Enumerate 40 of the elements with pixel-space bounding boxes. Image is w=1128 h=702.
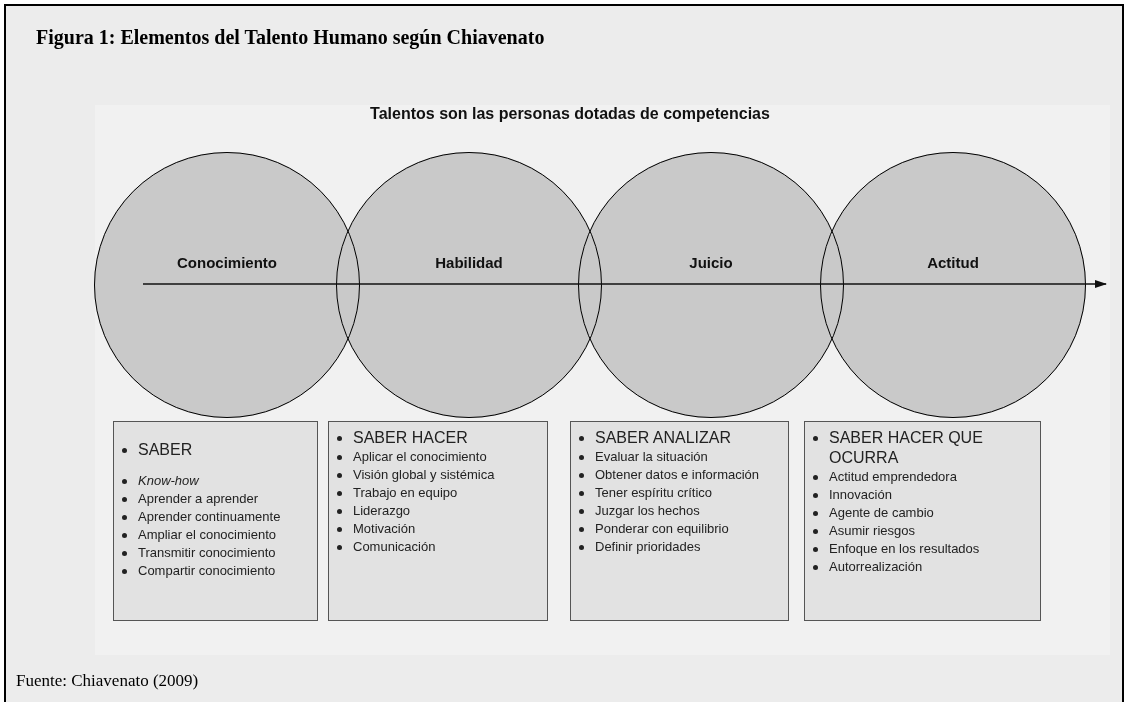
- competency-box: [570, 421, 789, 621]
- competency-box: [804, 421, 1041, 621]
- list-item: Motivación: [353, 520, 416, 538]
- circle-label: Habilidad: [435, 252, 503, 273]
- list-item: Transmitir conocimiento: [138, 544, 276, 562]
- list-item: Obtener datos e información: [595, 466, 760, 484]
- list-item: Aprender continuamente: [138, 508, 281, 526]
- list-item: Trabajo en equipo: [353, 484, 458, 502]
- competency-box: [113, 421, 318, 621]
- list-item: Actitud emprendedora: [829, 468, 957, 486]
- list-item: Autorrealización: [829, 558, 923, 576]
- competency-box: [328, 421, 548, 621]
- circle-label: Juicio: [689, 252, 733, 273]
- arrow: [857, 280, 1107, 288]
- list-item: Aprender a aprender: [138, 490, 258, 508]
- list-item: Ampliar el conocimiento: [138, 526, 276, 544]
- circle-label: Conocimiento: [177, 252, 277, 273]
- list-item: Liderazgo: [353, 502, 411, 520]
- list-heading: SABER ANALIZAR: [595, 428, 732, 448]
- list-item: Aplicar el conocimiento: [353, 448, 487, 466]
- list-heading: SABER: [138, 440, 193, 460]
- figure-title: Figura 1: Elementos del Talento Humano según Chiavenato: [36, 25, 545, 51]
- diagram-heading: Talentos son las personas dotadas de competencias: [369, 104, 771, 124]
- circle-label: Actitud: [927, 252, 979, 273]
- list-item: Ponderar con equilibrio: [595, 520, 729, 538]
- list-heading: SABER HACER QUE OCURRA: [829, 428, 984, 468]
- list-item: Enfoque en los resultados: [829, 540, 980, 558]
- source-caption: Fuente: Chiavenato (2009): [16, 670, 199, 692]
- list-item: Comunicación: [353, 538, 436, 556]
- list-item: Agente de cambio: [829, 504, 934, 522]
- list-item: Definir prioridades: [595, 538, 701, 556]
- list-item: Innovación: [829, 486, 892, 504]
- list-item: Compartir conocimiento: [138, 562, 276, 580]
- list-item: Know-how: [138, 472, 199, 490]
- list-item: Visión global y sistémica: [353, 466, 495, 484]
- list-item: Asumir riesgos: [829, 522, 915, 540]
- list-item: Juzgar los hechos: [595, 502, 700, 520]
- list-item: Evaluar la situación: [595, 448, 708, 466]
- list-heading: SABER HACER: [353, 428, 468, 448]
- list-item: Tener espíritu crítico: [595, 484, 713, 502]
